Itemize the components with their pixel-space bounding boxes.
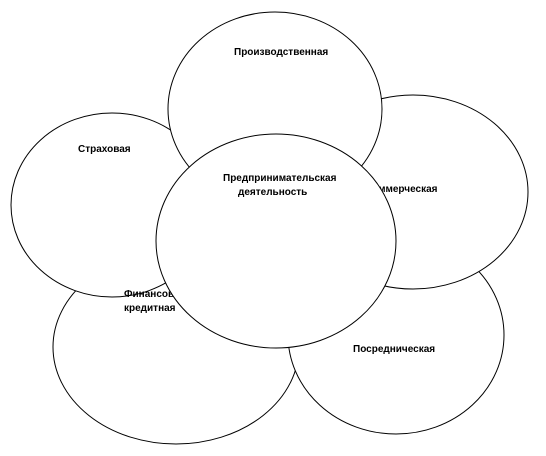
petal-insurance-label: Страховая — [78, 144, 131, 155]
petal-financial-credit-labels: Финансово- кредитная — [124, 289, 183, 314]
center-shape — [155, 133, 397, 349]
center-entrepreneurial-activity: Предпринимательская деятельность — [155, 133, 397, 349]
petal-financial-credit-label-line1: Финансово- — [124, 289, 183, 300]
petal-intermediary-label: Посредническая — [353, 344, 435, 355]
petal-production-label: Производственная — [234, 47, 328, 58]
petal-financial-credit-label-line2: кредитная — [124, 303, 176, 314]
center-label-line2: деятельность — [238, 187, 307, 198]
center-label-line1: Предпринимательская — [223, 173, 337, 184]
petal-commercial-label: Коммерческая — [366, 184, 438, 195]
